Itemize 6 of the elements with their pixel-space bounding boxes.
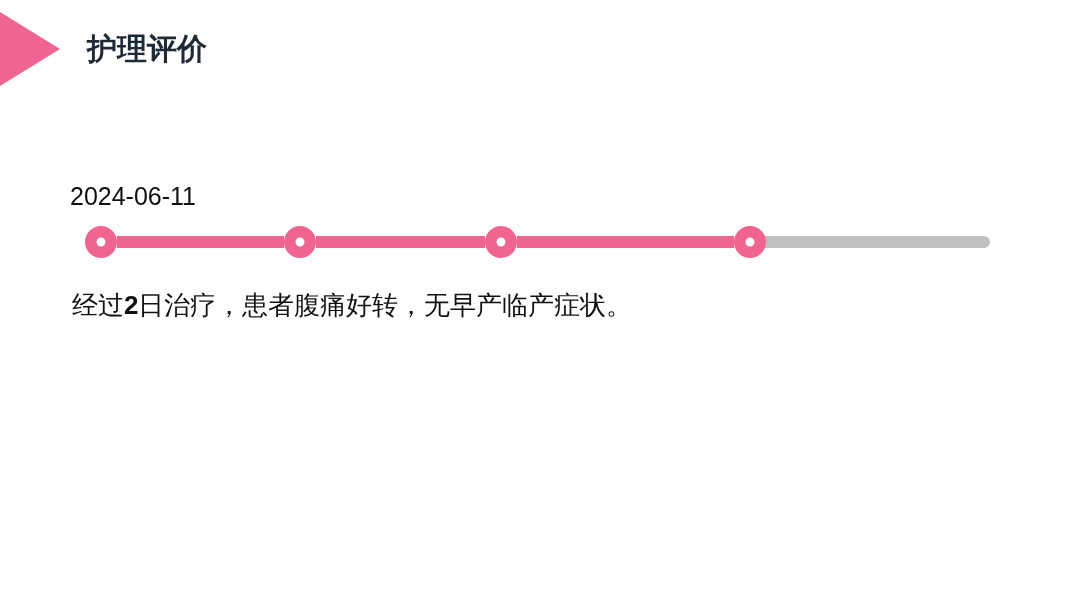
date-label: 2024-06-11 <box>70 181 197 211</box>
description-text: 经过2日治疗，患者腹痛好转，无早产临产症状。 <box>72 289 633 322</box>
timeline-line <box>117 236 284 248</box>
timeline-line <box>517 236 734 248</box>
timeline-line <box>316 236 485 248</box>
page-title: 护理评价 <box>87 31 207 67</box>
